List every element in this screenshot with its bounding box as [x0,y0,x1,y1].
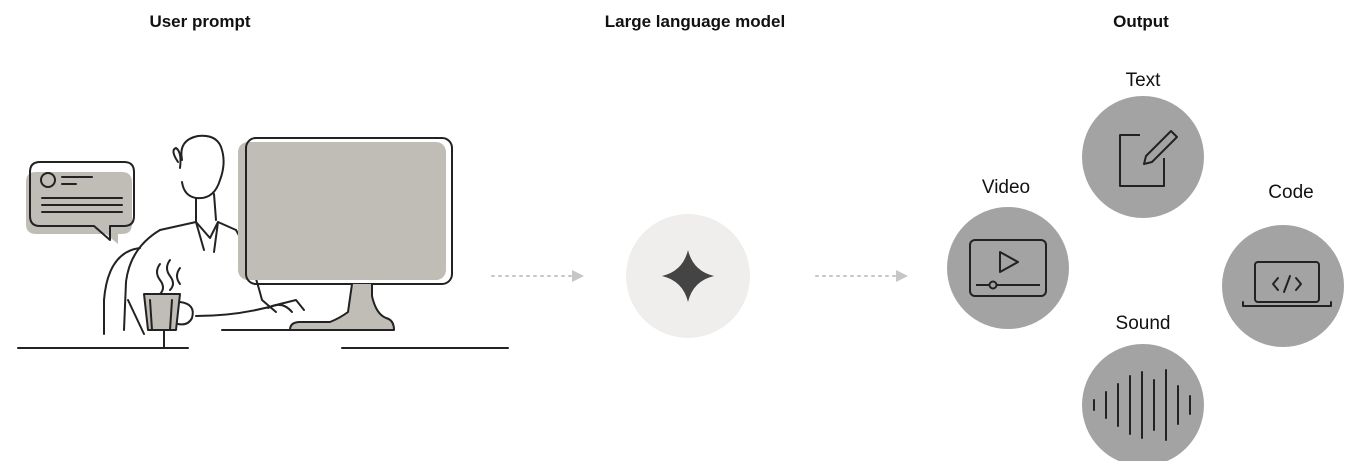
chat-bubble-icon [26,161,135,244]
output-heading: Output [1113,12,1169,31]
person-figure [103,134,305,335]
code-laptop-icon [1242,261,1332,307]
code-output-node [1222,225,1344,347]
output-label-code: Code [1268,182,1314,203]
coffee-mug-icon [143,259,194,331]
llm-heading: Large language model [604,12,786,31]
arrow-to-llm [491,270,584,282]
video-output-node [947,207,1069,329]
output-label-text: Text [1125,70,1161,91]
pencil-note-icon [1119,130,1178,187]
text-output-node [1082,96,1204,218]
output-label-video: Video [981,177,1031,198]
llm-node [626,214,750,338]
output-label-sound: Sound [1115,313,1171,334]
sound-wave-icon [1093,369,1191,441]
arrow-to-output [815,270,908,282]
monitor-icon [238,137,453,331]
video-player-icon [969,239,1047,297]
sound-output-node [1082,344,1204,461]
user-prompt-heading: User prompt [149,12,251,31]
user-at-computer-illustration [17,134,509,349]
sparkle-icon [662,250,714,302]
